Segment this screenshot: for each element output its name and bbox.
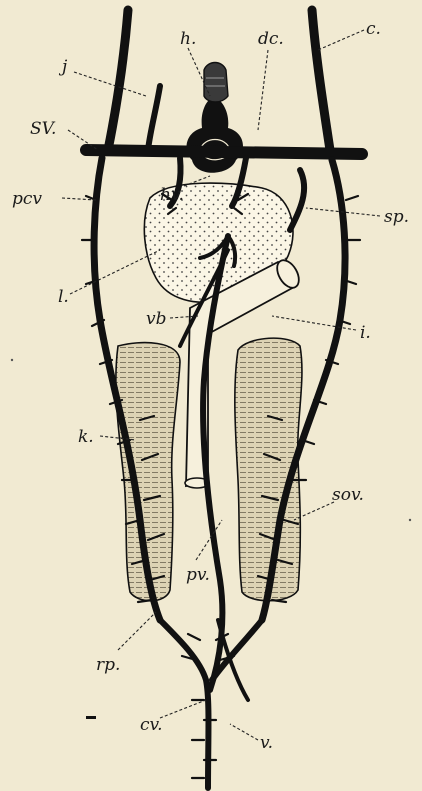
conus — [204, 63, 228, 103]
caudal-vein — [160, 620, 209, 788]
label-dc: dc. — [258, 29, 284, 49]
label-j: j — [58, 57, 68, 77]
label-c: c. — [366, 19, 381, 39]
label-sp: sp. — [384, 207, 409, 227]
print-mark — [86, 716, 96, 719]
label-v: v. — [260, 733, 273, 753]
label-vb: vb — [146, 309, 167, 329]
print-speck-2 — [409, 519, 411, 521]
label-h: h. — [180, 29, 196, 49]
label-i: i. — [360, 323, 371, 343]
label-hv: hv. — [160, 185, 184, 205]
label-cv: cv. — [140, 715, 163, 735]
sinus-venosus — [86, 150, 362, 154]
print-speck — [11, 359, 13, 361]
label-pcv: pcv — [12, 189, 42, 209]
left-small-jugular — [148, 86, 160, 150]
left-jugular — [108, 10, 128, 150]
label-sv: SV. — [30, 119, 56, 139]
label-k: k. — [78, 427, 94, 447]
spleen-vein — [290, 170, 304, 230]
label-sov: sov. — [332, 485, 364, 505]
heart — [187, 96, 243, 173]
label-pv: pv. — [186, 565, 210, 585]
label-rp: rp. — [96, 655, 120, 675]
right-jugular — [312, 10, 330, 150]
label-l: l. — [58, 287, 69, 307]
